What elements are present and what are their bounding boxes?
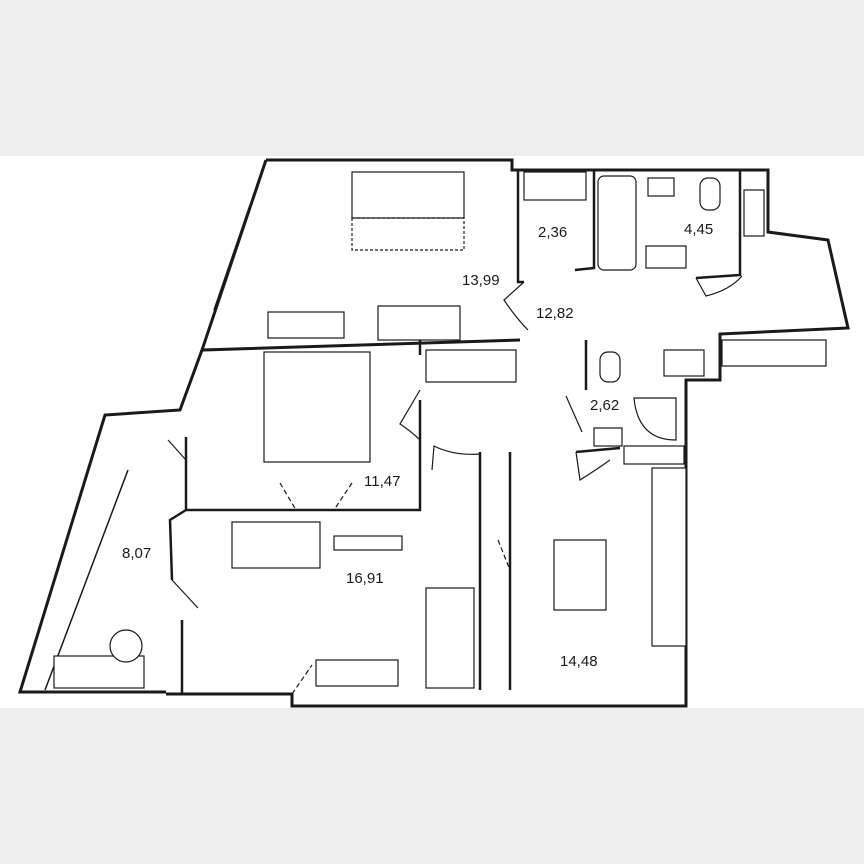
wardrobe-rack	[523, 171, 587, 201]
area-loggia: 8,07	[122, 545, 151, 562]
bathtub	[597, 175, 637, 271]
balcony-rack	[721, 339, 827, 367]
kitchen-counter	[651, 467, 687, 647]
sink-bath	[647, 177, 675, 197]
bed-single	[425, 587, 475, 689]
counter-kitchen-top	[623, 445, 685, 465]
dining-table	[553, 539, 607, 611]
windows	[44, 204, 846, 691]
washer	[645, 245, 687, 269]
doors	[167, 275, 743, 695]
room-labels: 13,99 12,82 2,36 4,45 11,47 2,62 8,07 16…	[122, 221, 713, 670]
shelf-bedroom	[333, 535, 403, 551]
bed-main	[263, 351, 371, 463]
area-hall: 12,82	[536, 305, 574, 322]
area-bathroom: 4,45	[684, 221, 713, 238]
desk-living	[267, 311, 345, 339]
desk-bedroom	[315, 659, 399, 687]
toilet-wc	[599, 351, 621, 383]
shower	[633, 397, 677, 441]
cabinet-wc	[663, 349, 705, 377]
chair-loggia	[109, 629, 143, 663]
cabinet-bath	[743, 189, 765, 237]
area-wardrobe: 2,36	[538, 224, 567, 241]
area-wc: 2,62	[590, 397, 619, 414]
area-bedroom-1: 11,47	[364, 473, 400, 490]
area-living-room: 13,99	[462, 272, 500, 289]
area-bedroom-2: 16,91	[346, 570, 384, 587]
wardrobe-bedroom	[425, 349, 517, 383]
toilet-bath	[699, 177, 721, 211]
furniture	[53, 171, 827, 689]
sofa-bedroom	[231, 521, 321, 569]
tv-stand	[377, 305, 461, 341]
sink-wc	[593, 427, 623, 447]
sofa-living	[351, 171, 465, 219]
area-kitchen: 14,48	[560, 653, 598, 670]
exterior-walls	[17, 158, 850, 708]
